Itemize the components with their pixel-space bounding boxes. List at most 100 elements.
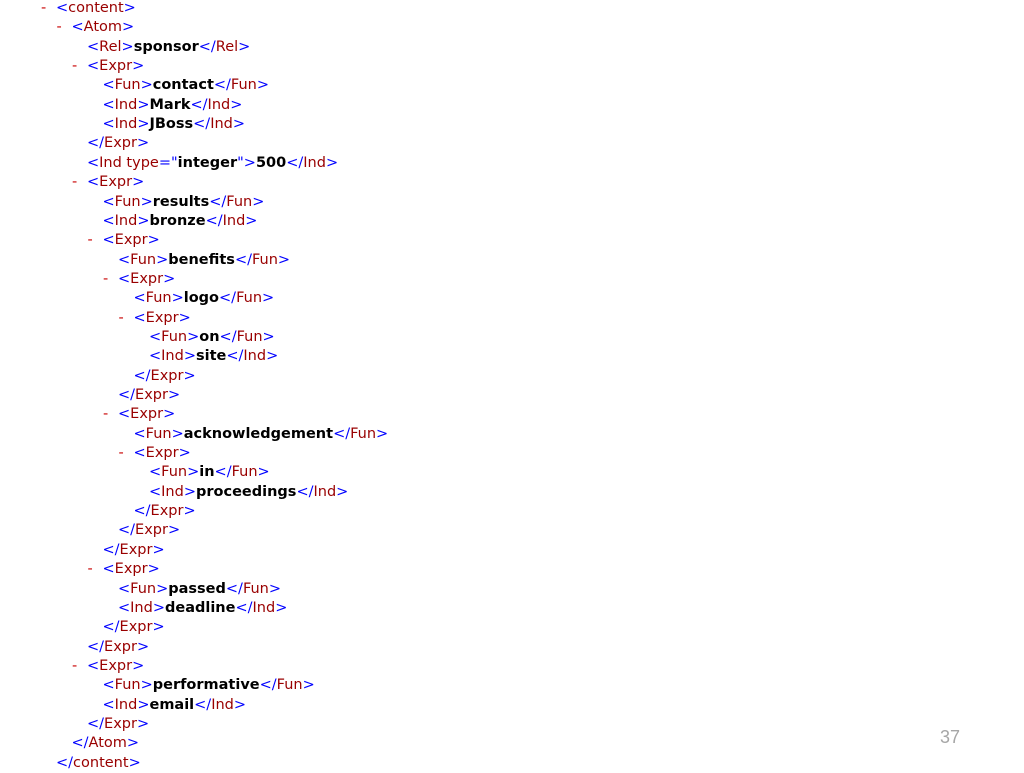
xml-line: </Expr> xyxy=(87,134,149,153)
xml-text-value: sponsor xyxy=(133,38,199,55)
xml-bracket: </ xyxy=(209,193,227,210)
xml-bracket: > xyxy=(178,309,191,326)
xml-bracket: > xyxy=(257,464,270,481)
collapse-toggle[interactable]: - xyxy=(87,232,93,249)
xml-bracket: > xyxy=(140,677,153,694)
xml-bracket: > xyxy=(167,387,181,403)
xml-tag-name: Expr xyxy=(104,715,137,732)
xml-bracket: > xyxy=(122,19,135,36)
xml-bracket: > xyxy=(128,754,141,771)
xml-line: -<Expr> xyxy=(88,231,160,250)
xml-text-value: in xyxy=(199,464,215,481)
xml-bracket: > xyxy=(147,561,160,578)
xml-line: <Ind type="integer">500</Ind> xyxy=(87,154,338,173)
xml-bracket: </ xyxy=(118,387,136,403)
xml-bracket: </ xyxy=(286,154,304,171)
collapse-toggle[interactable]: - xyxy=(72,657,78,674)
collapse-toggle[interactable]: - xyxy=(118,309,124,326)
xml-bracket: < xyxy=(118,406,131,423)
xml-bracket: > xyxy=(183,348,196,365)
xml-line: </Expr> xyxy=(134,502,196,521)
xml-tag-name: Atom xyxy=(83,19,123,36)
xml-tag-name: Fun xyxy=(251,251,278,268)
xml-bracket: > xyxy=(136,715,150,732)
xml-tag-name: Ind xyxy=(252,599,276,616)
xml-tag-name: Fun xyxy=(130,580,157,597)
xml-text-value: acknowledgement xyxy=(183,425,334,442)
collapse-toggle[interactable]: - xyxy=(103,270,109,287)
collapse-toggle[interactable]: - xyxy=(72,174,78,191)
xml-text-value: proceedings xyxy=(195,483,297,500)
xml-bracket: > xyxy=(183,483,196,500)
xml-tag-name: Ind xyxy=(211,696,234,713)
xml-bracket: </ xyxy=(198,38,216,55)
xml-text-value: bronze xyxy=(149,212,206,229)
collapse-toggle[interactable]: - xyxy=(87,561,93,578)
xml-attr-name: type xyxy=(121,154,159,171)
collapse-toggle[interactable]: - xyxy=(118,445,124,462)
xml-tag-name: Ind xyxy=(99,154,122,171)
xml-line: <Fun>contact</Fun> xyxy=(103,76,270,95)
xml-bracket: > xyxy=(266,348,279,365)
xml-bracket: < xyxy=(149,348,162,365)
xml-bracket: > xyxy=(137,96,150,113)
collapse-toggle[interactable]: - xyxy=(72,58,78,75)
xml-bracket: < xyxy=(102,77,115,94)
xml-text-value: performative xyxy=(152,677,260,694)
xml-bracket: > xyxy=(243,154,256,171)
xml-bracket: < xyxy=(102,116,115,133)
xml-tag-name: Expr xyxy=(130,406,164,423)
xml-tag-name: Ind xyxy=(114,96,138,113)
collapse-toggle[interactable]: - xyxy=(103,406,109,423)
xml-bracket: > xyxy=(238,38,251,55)
xml-tag-name: Expr xyxy=(104,638,137,655)
xml-tag-name: Expr xyxy=(150,367,184,384)
xml-tag-name: Fun xyxy=(114,193,141,210)
xml-line: <Fun>logo</Fun> xyxy=(134,289,275,308)
xml-line: -<Expr> xyxy=(72,657,144,676)
xml-bracket: > xyxy=(137,116,150,133)
xml-line: </Expr> xyxy=(103,618,165,637)
xml-tag-name: Fun xyxy=(114,677,141,694)
xml-bracket: </ xyxy=(87,135,105,152)
xml-bracket: </ xyxy=(133,503,151,520)
xml-tag-name: Ind xyxy=(114,696,138,713)
xml-line: <Fun>on</Fun> xyxy=(149,328,275,347)
xml-bracket: > xyxy=(152,541,165,558)
xml-bracket: > xyxy=(171,290,184,307)
xml-line: </Expr> xyxy=(87,638,149,657)
xml-bracket: > xyxy=(187,328,200,345)
xml-tag-name: Expr xyxy=(99,657,133,674)
xml-line: -<Expr> xyxy=(103,270,175,289)
xml-tag-name: Expr xyxy=(99,58,133,75)
xml-line: </Expr> xyxy=(118,521,180,540)
xml-text-value: deadline xyxy=(164,599,236,616)
xml-bracket: </ xyxy=(226,348,244,365)
xml-tag-name: Expr xyxy=(114,232,148,249)
xml-line: -<Expr> xyxy=(72,173,144,192)
xml-bracket: > xyxy=(140,193,153,210)
xml-tag-name: Atom xyxy=(88,735,127,752)
xml-bracket: < xyxy=(149,483,162,500)
xml-bracket: > xyxy=(376,425,389,442)
xml-line: -<Expr> xyxy=(103,405,175,424)
xml-bracket: </ xyxy=(234,251,252,268)
xml-tag-name: Fun xyxy=(231,464,258,481)
xml-bracket: > xyxy=(275,599,288,616)
xml-bracket: > xyxy=(262,328,275,345)
xml-text-value: Mark xyxy=(149,96,191,113)
collapse-toggle[interactable]: - xyxy=(56,19,62,36)
xml-line: <Ind>Mark</Ind> xyxy=(103,96,243,115)
xml-bracket: < xyxy=(87,154,100,171)
xml-bracket: </ xyxy=(118,522,136,539)
xml-line: </Atom> xyxy=(72,734,140,753)
xml-bracket: </ xyxy=(71,735,89,752)
xml-tag-name: Fun xyxy=(230,77,257,94)
xml-bracket: </ xyxy=(235,599,253,616)
xml-bracket: < xyxy=(102,193,115,210)
xml-tag-name: Ind xyxy=(222,212,246,229)
xml-bracket: > xyxy=(121,38,134,55)
xml-bracket: </ xyxy=(87,715,105,732)
xml-text-value: passed xyxy=(168,580,226,597)
collapse-toggle[interactable]: - xyxy=(41,0,47,16)
